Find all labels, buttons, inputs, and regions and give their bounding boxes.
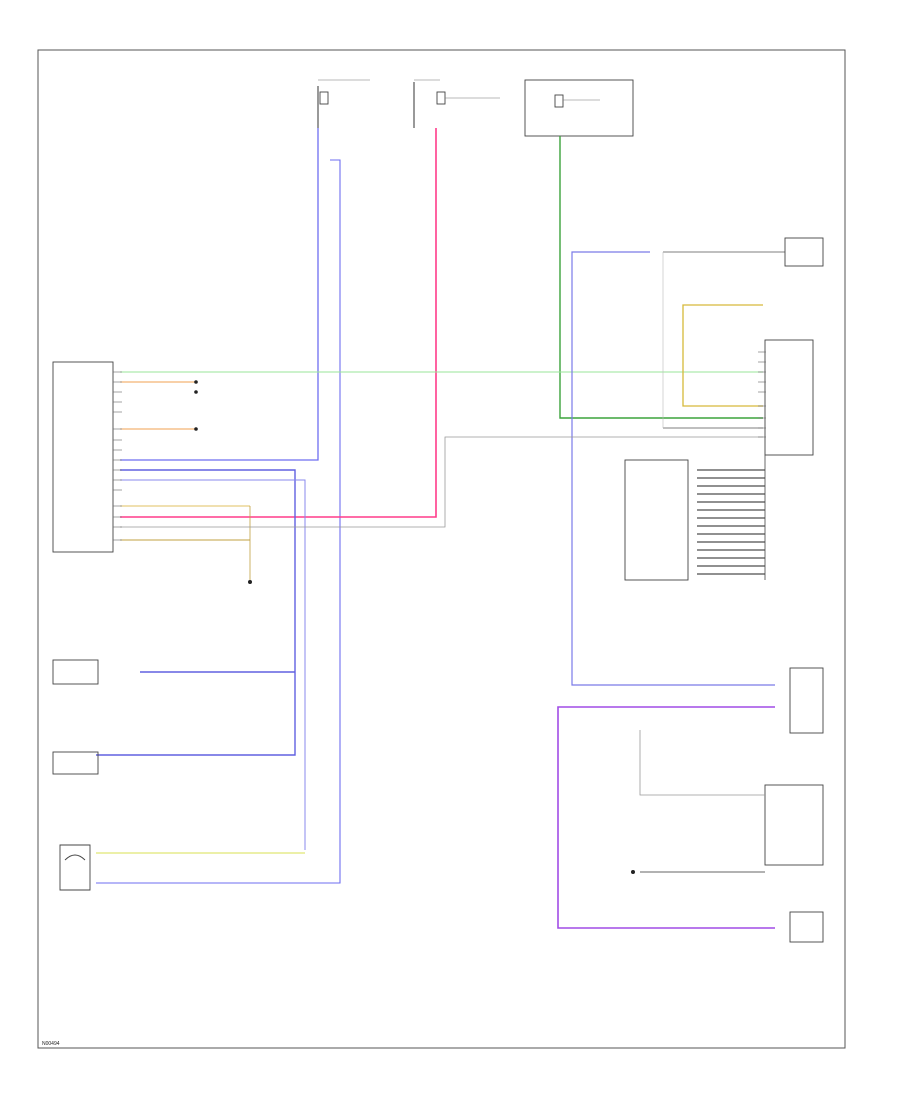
wire-gray-5 <box>639 730 765 796</box>
tcm-pin-stubs <box>113 371 122 541</box>
wire-purple <box>557 706 775 929</box>
wire-blue-right <box>571 251 775 686</box>
transmission-control-module <box>52 361 114 553</box>
diagram-frame <box>37 49 846 1049</box>
connector-dot-2 <box>194 390 198 394</box>
diagram-footer-code: N00494 <box>42 1041 60 1047</box>
wire-blue-1 <box>120 128 319 461</box>
ecm-pin-stubs <box>758 351 766 438</box>
wire-blue-lower-2 <box>120 479 306 850</box>
instrument-cluster-box <box>784 237 824 267</box>
wire-gray-1 <box>120 436 763 528</box>
wire-yellow <box>682 304 763 407</box>
range-sensor-box-1 <box>789 667 824 734</box>
range-sensor-box-3 <box>789 911 824 943</box>
fuse-block-center <box>413 79 500 128</box>
connector-dot-1 <box>194 380 198 384</box>
wire-blue-lower <box>96 469 296 756</box>
ground-dot-right <box>631 870 635 874</box>
fuse-block-right <box>524 79 634 137</box>
selector-lever-wires <box>697 469 765 575</box>
sensor-box <box>52 659 99 685</box>
shift-lock-solenoid <box>59 844 91 891</box>
range-sensor-box-2 <box>764 784 824 866</box>
ecm-box <box>764 339 814 456</box>
selector-lever-switch <box>624 459 689 581</box>
ground-dot <box>248 580 252 584</box>
solenoid-box <box>52 751 99 775</box>
connector-dot-3 <box>194 427 198 431</box>
wire-green <box>559 136 763 419</box>
fuse-block-left <box>317 79 370 128</box>
wire-blue-2 <box>96 159 341 884</box>
wire-pink <box>120 128 437 518</box>
